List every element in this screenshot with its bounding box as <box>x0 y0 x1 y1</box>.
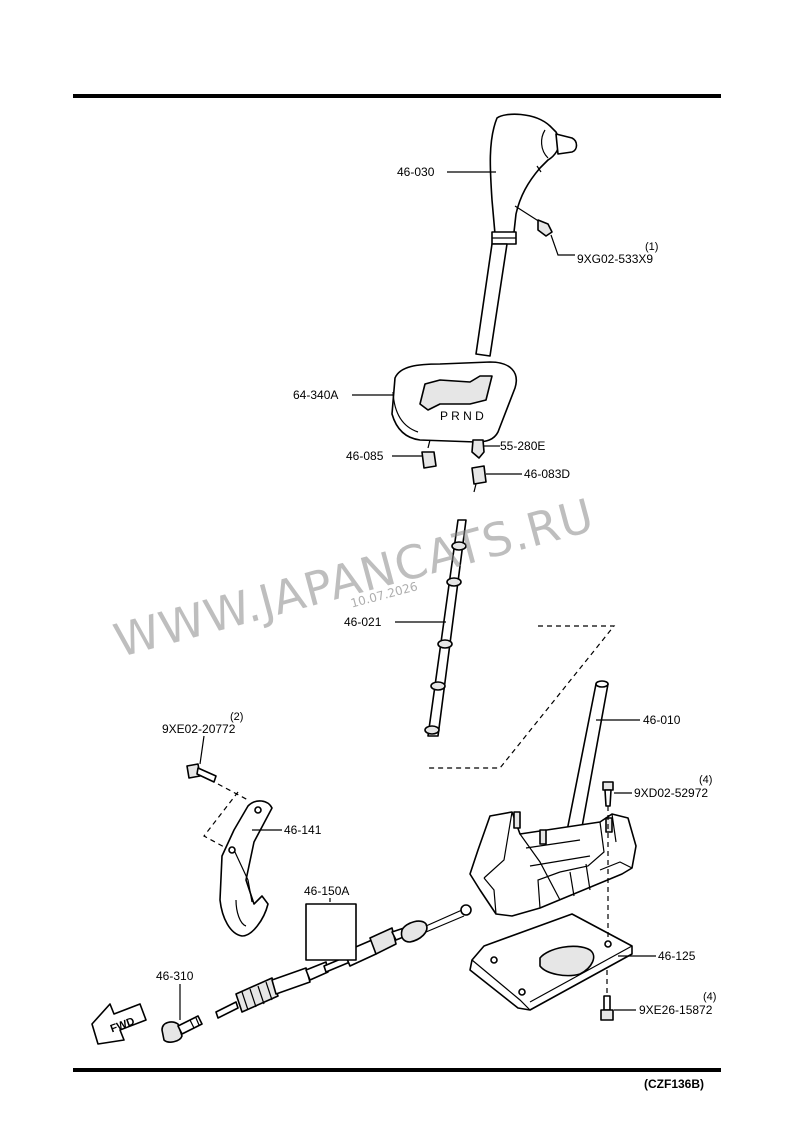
label-9xg02: 9XG02-533X9 <box>577 252 653 266</box>
gate-letters: P R N D <box>440 409 484 423</box>
label-46-083d: 46-083D <box>524 467 570 481</box>
watermark-text: WWW.JAPANCATS.RU <box>108 488 599 668</box>
label-46-010: 46-010 <box>643 713 681 727</box>
socket-46-083d[interactable] <box>471 465 487 493</box>
label-46-141: 46-141 <box>284 823 322 837</box>
pin-46-310[interactable] <box>161 1015 203 1043</box>
fwd-arrow-icon: FWD <box>91 1003 147 1045</box>
qty-9xe02: (2) <box>230 711 243 723</box>
shift-knob[interactable] <box>489 113 578 245</box>
label-46-150a: 46-150A <box>304 884 349 898</box>
bulb-55-280e[interactable] <box>471 439 485 459</box>
top-rule <box>73 94 721 98</box>
shift-rod-upper <box>475 243 508 357</box>
bolt-9xe02[interactable] <box>186 763 217 783</box>
lever-bracket-housing[interactable] <box>469 811 637 917</box>
label-64-340a: 64-340A <box>293 388 338 402</box>
label-9xd02: 9XD02-52972 <box>634 786 708 800</box>
label-55-280e: 55-280E <box>500 439 545 453</box>
base-plate-46-125[interactable] <box>469 913 633 1011</box>
shift-rod-46-021[interactable] <box>424 519 467 737</box>
diagram-code: (CZF136B) <box>644 1077 704 1091</box>
cable-tag <box>305 903 357 961</box>
clip-46-085[interactable] <box>421 451 437 469</box>
bottom-rule <box>73 1068 721 1072</box>
dashed-link-rod <box>428 625 616 769</box>
leader-9xe02 <box>199 735 205 765</box>
dashed-bracket <box>203 783 249 849</box>
bolt-9xe26[interactable] <box>600 995 614 1021</box>
qty-9xd02: (4) <box>699 774 712 786</box>
label-9xe26: 9XE26-15872 <box>639 1003 713 1017</box>
bolt-9xd02[interactable] <box>602 781 614 807</box>
indicator-panel[interactable]: P R N D <box>391 361 517 449</box>
qty-9xe26: (4) <box>703 991 716 1003</box>
label-46-125: 46-125 <box>658 949 696 963</box>
label-46-030: 46-030 <box>397 165 435 179</box>
knob-screw[interactable] <box>514 205 553 237</box>
label-46-085: 46-085 <box>346 449 384 463</box>
label-9xe02: 9XE02-20772 <box>162 722 236 736</box>
label-46-310: 46-310 <box>156 969 194 983</box>
leader-9xg02 <box>550 234 575 256</box>
label-46-021: 46-021 <box>344 615 382 629</box>
shift-lever-46-010[interactable] <box>565 680 609 839</box>
cable-bracket-46-141[interactable] <box>219 800 273 937</box>
qty-9xg02: (1) <box>645 241 658 253</box>
